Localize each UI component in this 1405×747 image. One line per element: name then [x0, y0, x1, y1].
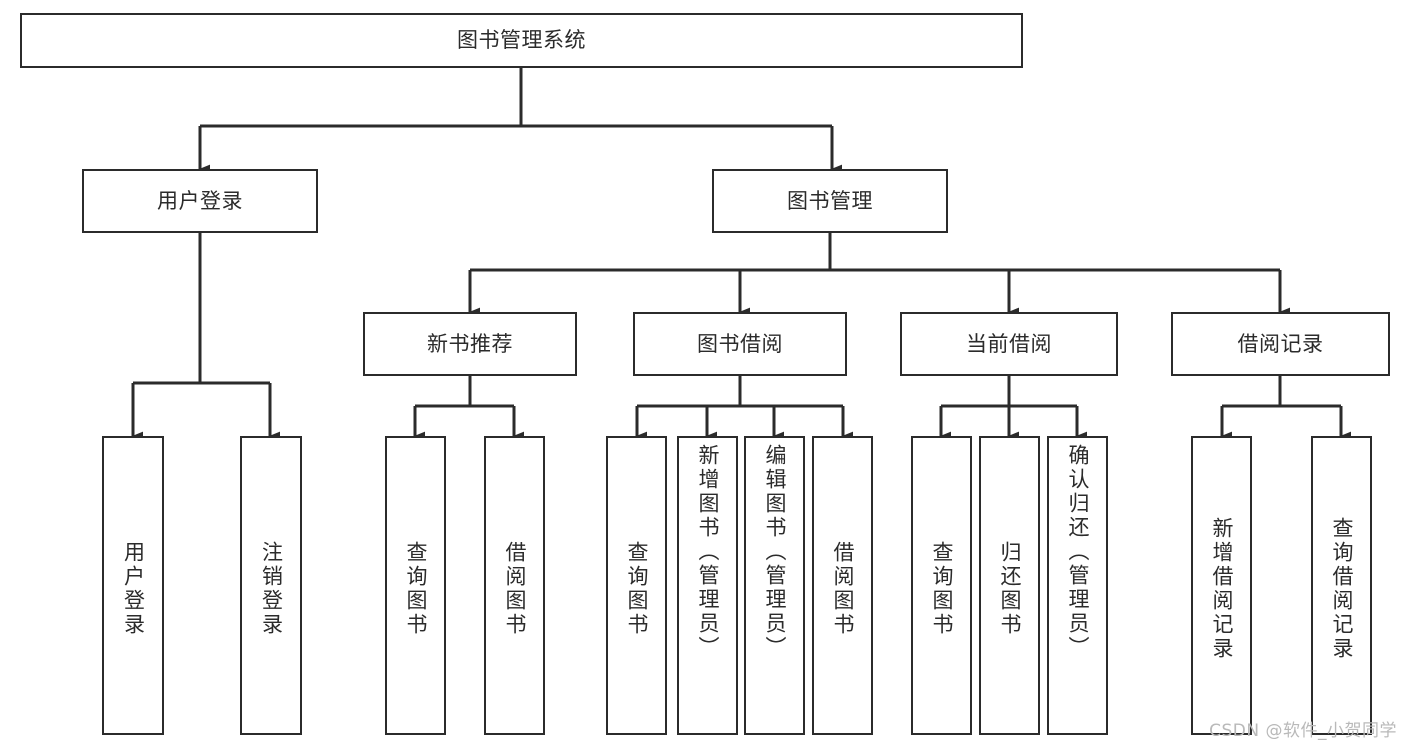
node-leaf-user-login[interactable]: 用户登录 [102, 436, 164, 735]
node-new-book-recommend[interactable]: 新书推荐 [363, 312, 577, 376]
node-leaf-edit-book[interactable]: 编辑图书（管理员） [744, 436, 805, 735]
node-leaf-borrow-book-2[interactable]: 借阅图书 [812, 436, 873, 735]
node-leaf-query-book-3-label: 查询图书 [930, 540, 954, 637]
node-leaf-query-record-label: 查询借阅记录 [1330, 516, 1354, 661]
node-new-book-recommend-label: 新书推荐 [427, 331, 513, 356]
node-leaf-add-book[interactable]: 新增图书（管理员） [677, 436, 738, 735]
node-user-login-label: 用户登录 [157, 188, 243, 213]
node-leaf-query-book-1-label: 查询图书 [404, 540, 428, 637]
node-leaf-add-record[interactable]: 新增借阅记录 [1191, 436, 1252, 735]
node-leaf-return-book[interactable]: 归还图书 [979, 436, 1040, 735]
node-root[interactable]: 图书管理系统 [20, 13, 1023, 68]
node-leaf-query-book-2[interactable]: 查询图书 [606, 436, 667, 735]
node-leaf-user-login-label: 用户登录 [121, 540, 146, 637]
node-current-borrow-label: 当前借阅 [966, 331, 1052, 356]
node-root-label: 图书管理系统 [457, 28, 586, 53]
node-leaf-add-record-label: 新增借阅记录 [1210, 516, 1234, 661]
node-book-management-label: 图书管理 [787, 188, 873, 213]
node-leaf-borrow-book-1[interactable]: 借阅图书 [484, 436, 545, 735]
node-user-login[interactable]: 用户登录 [82, 169, 318, 233]
node-leaf-query-book-3[interactable]: 查询图书 [911, 436, 972, 735]
node-leaf-logout-label: 注销登录 [259, 540, 284, 637]
node-current-borrow[interactable]: 当前借阅 [900, 312, 1118, 376]
node-leaf-return-book-label: 归还图书 [998, 540, 1022, 637]
node-leaf-query-book-2-label: 查询图书 [625, 540, 649, 637]
node-leaf-borrow-book-1-label: 借阅图书 [503, 540, 527, 637]
node-leaf-edit-book-label: 编辑图书（管理员） [763, 444, 787, 660]
node-book-borrow[interactable]: 图书借阅 [633, 312, 847, 376]
node-book-management[interactable]: 图书管理 [712, 169, 948, 233]
node-leaf-query-record[interactable]: 查询借阅记录 [1311, 436, 1372, 735]
node-leaf-borrow-book-2-label: 借阅图书 [831, 540, 855, 637]
node-borrow-record-label: 借阅记录 [1237, 331, 1324, 356]
node-leaf-add-book-label: 新增图书（管理员） [696, 444, 720, 660]
node-leaf-logout[interactable]: 注销登录 [240, 436, 302, 735]
node-borrow-record[interactable]: 借阅记录 [1171, 312, 1390, 376]
node-book-borrow-label: 图书借阅 [697, 331, 783, 356]
node-leaf-query-book-1[interactable]: 查询图书 [385, 436, 446, 735]
node-leaf-confirm-return-label: 确认归还（管理员） [1066, 444, 1090, 660]
node-leaf-confirm-return[interactable]: 确认归还（管理员） [1047, 436, 1108, 735]
